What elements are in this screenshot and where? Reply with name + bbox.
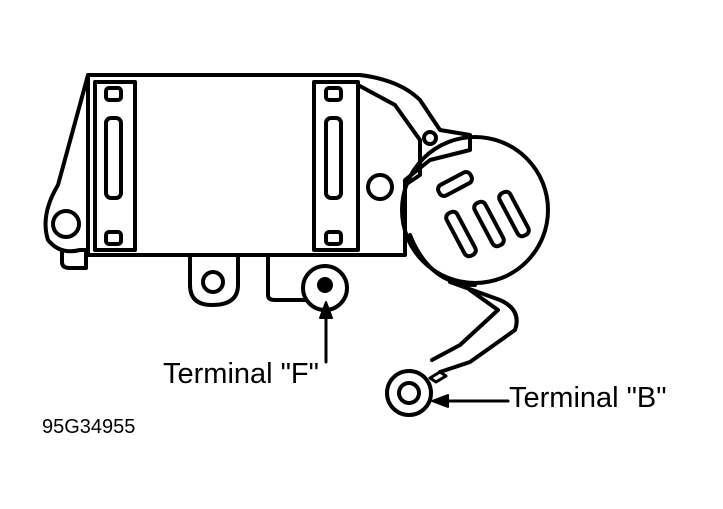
right-flange bbox=[356, 83, 422, 187]
terminal-b-ring bbox=[385, 369, 433, 417]
terminal-f-stud bbox=[317, 277, 333, 293]
terminal-f-housing bbox=[266, 253, 307, 302]
left-clip-bottom-notch bbox=[104, 230, 123, 246]
connector-pin-left bbox=[444, 209, 478, 259]
connector-plug-inner-rim bbox=[408, 233, 477, 287]
figure-code: 95G34955 bbox=[42, 416, 136, 438]
left-bracket bbox=[43, 73, 90, 254]
left-mount-hole bbox=[51, 209, 81, 239]
terminal-b-crimp bbox=[428, 370, 448, 384]
regulator-body bbox=[86, 73, 472, 257]
terminal-f-arrowhead bbox=[319, 301, 333, 319]
right-clip-slot bbox=[324, 116, 343, 200]
left-clip bbox=[93, 80, 137, 252]
left-clip-slot bbox=[104, 116, 123, 200]
connector-pin-right bbox=[497, 189, 531, 239]
terminal-b-lead-inner bbox=[430, 288, 500, 362]
small-hole bbox=[422, 130, 438, 146]
right-clip-top-notch bbox=[324, 86, 343, 102]
connector-pin-top bbox=[436, 170, 474, 198]
terminal-b-arrowhead bbox=[431, 394, 449, 408]
terminal-b-ring-hole bbox=[397, 381, 421, 405]
right-mount-hole bbox=[366, 173, 394, 201]
bottom-mount-hole bbox=[201, 270, 225, 294]
connector-pin-mid bbox=[472, 199, 506, 249]
terminal-f-label: Terminal "F" bbox=[163, 358, 319, 390]
bottom-mount-tab bbox=[188, 253, 240, 307]
right-clip bbox=[312, 80, 360, 252]
terminal-b-lead bbox=[438, 280, 519, 374]
right-clip-bottom-notch bbox=[324, 230, 343, 246]
terminal-b-label: Terminal "B" bbox=[509, 382, 667, 414]
left-foot-tab bbox=[60, 248, 88, 270]
left-clip-top-notch bbox=[104, 86, 123, 102]
